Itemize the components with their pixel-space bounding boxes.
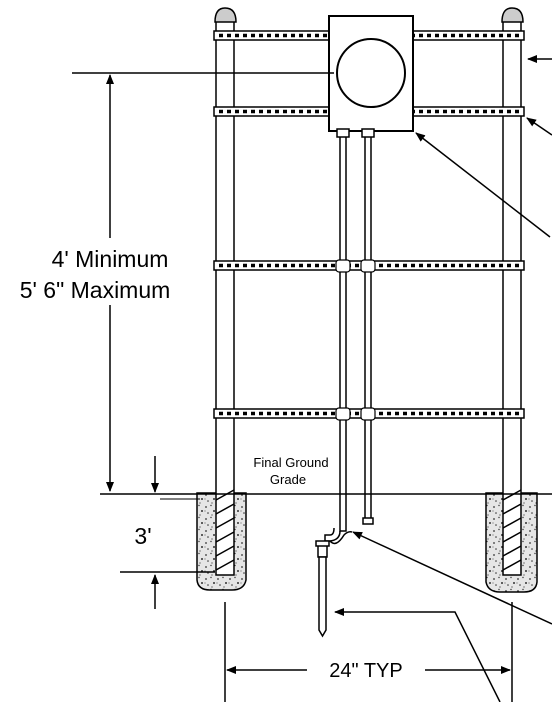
depth-label: 3'	[134, 523, 151, 549]
spacing-dimension	[224, 602, 513, 702]
height-dimension	[72, 72, 334, 492]
ground-rod	[315, 540, 330, 638]
right-post-cap	[501, 7, 524, 23]
depth-dimension	[120, 456, 215, 609]
grade-label-line2: Grade	[270, 472, 306, 487]
conduit-straps	[335, 259, 376, 421]
conduits	[324, 135, 374, 542]
conduit-hub-right	[361, 128, 375, 138]
ground-wire	[329, 531, 353, 545]
left-post-cap	[214, 7, 237, 23]
conduit-hub-left	[336, 128, 350, 138]
height-max-label: 5' 6" Maximum	[20, 277, 171, 303]
spacing-label: 24" TYP	[329, 660, 402, 682]
grade-label-line1: Final Ground	[253, 455, 328, 470]
leader-lines	[334, 55, 552, 702]
right-post-spiral	[502, 489, 522, 571]
left-post-spiral	[215, 489, 235, 571]
height-min-label: 4' Minimum	[52, 246, 169, 272]
meter-icon	[336, 38, 406, 108]
